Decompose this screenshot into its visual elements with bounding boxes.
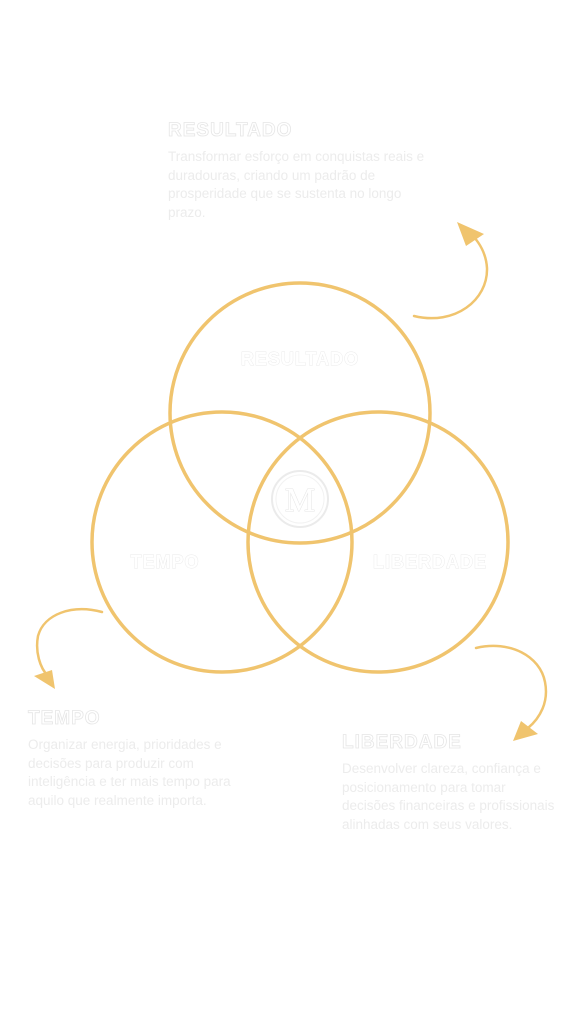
text-block-liberdade: LIBERDADE Desenvolver clareza, confiança… <box>342 732 557 834</box>
curved-arrow-icon <box>474 644 548 741</box>
monogram-letter: M <box>285 482 315 519</box>
circle-label-liberdade: LIBERDADE <box>373 552 487 572</box>
circle-tempo <box>90 410 354 674</box>
circle-liberdade <box>246 410 510 674</box>
text-block-tempo: TEMPO Organizar energia, prioridades e d… <box>28 708 243 810</box>
block-text-liberdade: Desenvolver clareza, confiança e posicio… <box>342 761 555 832</box>
text-block-resultado: RESULTADO Transformar esforço em conquis… <box>168 120 438 222</box>
curved-arrow-icon <box>412 222 489 320</box>
block-text-resultado: Transformar esforço em conquistas reais … <box>168 149 425 220</box>
block-title-resultado: RESULTADO <box>168 120 293 142</box>
block-text-tempo: Organizar energia, prioridades e decisõe… <box>28 737 231 808</box>
block-title-liberdade: LIBERDADE <box>342 732 462 754</box>
curved-arrow-icon <box>34 608 104 689</box>
circle-resultado <box>168 281 432 545</box>
monogram-logo: M <box>271 470 329 528</box>
block-title-tempo: TEMPO <box>28 708 101 730</box>
circle-label-resultado: RESULTADO <box>241 349 359 369</box>
circle-label-tempo: TEMPO <box>130 552 199 572</box>
